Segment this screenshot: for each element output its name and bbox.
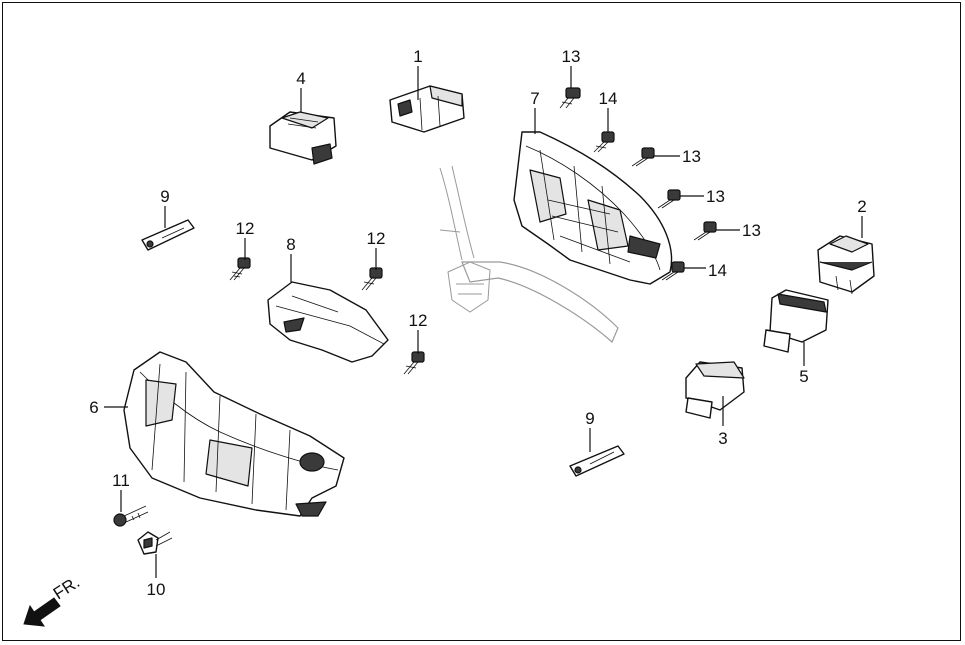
label-12b: 12 xyxy=(367,229,386,248)
part-8-cover xyxy=(267,281,389,363)
label-9b: 9 xyxy=(585,409,594,428)
screw-13c xyxy=(657,189,681,209)
screw-10 xyxy=(137,531,173,555)
part-9-bracket-a xyxy=(141,219,195,251)
label-10: 10 xyxy=(147,580,166,599)
handlebar-ghost xyxy=(439,165,619,344)
screw-12c xyxy=(403,351,425,375)
part-labels: 1 4 13 7 14 13 13 13 14 2 9 12 12 8 12 5… xyxy=(89,47,866,599)
label-9a: 9 xyxy=(160,187,169,206)
screw-14b xyxy=(661,261,685,281)
label-13d: 13 xyxy=(742,221,761,240)
part-2-switch xyxy=(817,235,875,295)
label-5: 5 xyxy=(799,367,808,386)
part-9-bracket-b xyxy=(569,445,625,477)
label-13b: 13 xyxy=(682,147,701,166)
label-14a: 14 xyxy=(599,89,618,108)
label-11: 11 xyxy=(112,471,130,490)
screw-13b xyxy=(631,147,655,167)
screw-13d xyxy=(693,221,717,241)
label-13a: 13 xyxy=(562,47,581,66)
part-1-switch xyxy=(389,85,465,133)
label-2: 2 xyxy=(857,197,866,216)
part-7-rear-cover xyxy=(513,131,673,285)
label-1: 1 xyxy=(413,47,422,66)
screw-11 xyxy=(113,505,149,527)
leader-lines xyxy=(104,66,863,578)
front-arrow-icon xyxy=(23,597,61,627)
screw-13a xyxy=(559,87,581,109)
label-4: 4 xyxy=(296,69,305,88)
screw-12a xyxy=(229,257,251,281)
label-14b: 14 xyxy=(708,261,727,280)
label-6: 6 xyxy=(89,398,98,417)
part-5-switch xyxy=(763,289,829,353)
label-3: 3 xyxy=(718,429,727,448)
label-12a: 12 xyxy=(236,219,255,238)
part-3-switch xyxy=(685,361,745,419)
screw-14a xyxy=(593,131,615,153)
part-6-front-cover xyxy=(123,351,345,517)
screw-12b xyxy=(361,267,383,291)
front-direction-marker: FR. xyxy=(23,573,83,627)
label-13c: 13 xyxy=(706,187,725,206)
label-8: 8 xyxy=(286,235,295,254)
label-12c: 12 xyxy=(409,311,428,330)
label-7: 7 xyxy=(530,89,539,108)
part-4-switch-housing xyxy=(269,111,337,165)
